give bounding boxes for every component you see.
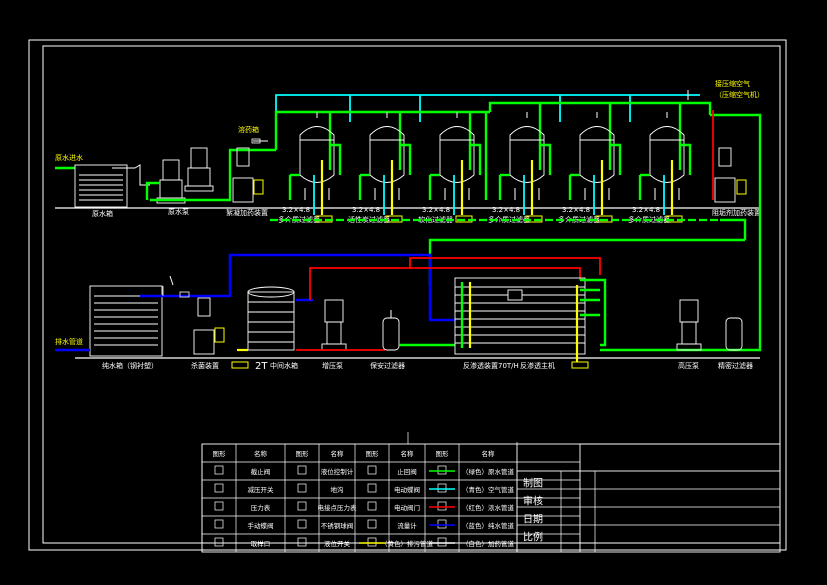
legend-symbol-1-6 (437, 483, 447, 493)
legend-cell-2-7: （红色）浓水管道 (462, 503, 515, 512)
filter-spec-6: 3.2×4.8 (632, 206, 660, 214)
hp-pump-label: 高压泵 (678, 361, 699, 370)
legend-cell-4-3: 液位开关 (324, 539, 351, 548)
inner-border (42, 45, 781, 544)
legend-symbol-3-4 (367, 519, 377, 529)
middle-tank (247, 286, 295, 351)
legend-cell-2-3: 电接点压力表 (318, 503, 358, 512)
raw-pump-label: 原水泵 (168, 207, 189, 216)
dosing3-label: 杀菌装置 (191, 361, 219, 370)
legend-symbol-2-6 (437, 501, 447, 511)
dosing-unit-3 (193, 297, 225, 355)
booster-pump-label: 增压泵 (322, 361, 343, 370)
ro-unit (454, 277, 586, 355)
legend-cell-3-1: 手动蝶阀 (248, 521, 274, 530)
legend-cell-0-1: 截止阀 (251, 467, 271, 476)
legend-cell-2-1: 压力表 (251, 503, 271, 512)
dosing1-label: 絮凝加药装置 (226, 208, 268, 217)
legend-symbol-1-2 (297, 483, 307, 493)
legend-header-2: 图形 (296, 450, 310, 458)
outer-border (28, 39, 787, 551)
legend-symbol-4-6 (437, 537, 447, 547)
air-note-2: （压缩空气机） (715, 90, 764, 99)
raw-water-pump-2 (184, 147, 214, 192)
legend-cell-1-7: （青色）空气管道 (462, 485, 515, 494)
filter-group: 3.2×4.8多介质过滤器3.2×4.8活性炭过滤器3.2×4.8软化过滤器3.… (278, 112, 692, 224)
legend-cell-4-1: 取样口 (251, 539, 271, 548)
filter-spec-4: 3.2×4.8 (492, 206, 520, 214)
title-block-3: 比例 (523, 531, 543, 544)
precision-filter (725, 317, 743, 351)
legend-symbol-2-2 (297, 501, 307, 511)
legend-cell-3-3: 不锈钢球阀 (321, 521, 354, 530)
dosing2-label: 阻垢剂加药装置 (712, 208, 761, 217)
legend-symbol-4-4 (367, 537, 377, 547)
legend-symbol-0-4 (367, 465, 377, 475)
legend-header-1: 名称 (254, 449, 268, 458)
dosing-unit-1 (232, 147, 264, 203)
legend-cell-0-7: （绿色）原水管道 (462, 467, 515, 476)
tank-2t-label: 2T (255, 361, 268, 372)
dosing-tag-1: 溶药箱 (238, 125, 259, 134)
legend-header-0: 图形 (213, 450, 227, 458)
filter-spec-1: 3.2×4.8 (282, 206, 310, 214)
legend-cell-0-5: 止回阀 (397, 467, 417, 476)
legend-cell-1-3: 地沟 (331, 485, 344, 494)
ro-unit-label: 反渗透装置70T/H (463, 361, 519, 370)
legend-symbol-3-0 (214, 519, 224, 529)
legend-header-7: 名称 (482, 449, 496, 458)
legend-symbol-4-0 (214, 537, 224, 547)
legend-cell-3-5: 流量计 (397, 521, 417, 530)
legend-cell-4-5: （黄色）排污管道 (381, 539, 434, 548)
legend-symbol-2-0 (214, 501, 224, 511)
middle-tank-label: 中间水箱 (270, 361, 298, 370)
filter-spec-3: 3.2×4.8 (422, 206, 450, 214)
legend-cell-3-7: （蓝色）纯水管道 (462, 521, 515, 530)
legend-symbol-4-2 (297, 537, 307, 547)
pure-water-pipe (140, 253, 455, 322)
high-pressure-pump (676, 299, 702, 351)
legend-symbol-0-6 (437, 465, 447, 475)
legend-cell-2-5: 电动阀门 (394, 503, 420, 512)
raw-water-pump-1 (156, 159, 186, 204)
filter-spec-5: 3.2×4.8 (562, 206, 590, 214)
legend-header-4: 图形 (366, 450, 380, 458)
legend-cell-0-3: 液位控制计 (321, 467, 354, 476)
raw-water-tank (74, 164, 128, 208)
raw-tank-label: 原水箱 (92, 209, 113, 218)
legend-symbol-1-4 (367, 483, 377, 493)
legend-cell-1-5: 电动蝶阀 (394, 485, 420, 494)
legend-symbol-1-0 (214, 483, 224, 493)
security-filter (382, 310, 400, 351)
pure-water-tank (89, 285, 163, 357)
title-block-0: 制图 (523, 477, 543, 490)
air-note-1: 接压缩空气 (715, 79, 750, 88)
legend-symbol-0-2 (297, 465, 307, 475)
ro-desc-label: 反渗透主机 (520, 361, 555, 370)
legend-symbol-2-4 (367, 501, 377, 511)
concentrate-pipe (309, 267, 581, 300)
dosing-unit-2 (714, 147, 747, 203)
title-block-1: 审核 (523, 495, 543, 508)
legend-symbol-0-0 (214, 465, 224, 475)
legend-cell-1-1: 减压开关 (248, 485, 275, 494)
security-filter-label: 保安过滤器 (370, 361, 405, 370)
legend-header-6: 图形 (436, 450, 450, 458)
legend-header-5: 名称 (401, 449, 415, 458)
precision-filter-label: 精密过滤器 (718, 361, 753, 370)
legend-cell-4-7: （白色）加药管道 (462, 539, 515, 548)
drain-label: 排水管道 (55, 337, 83, 346)
title-block-2: 日期 (523, 514, 543, 526)
filter-spec-2: 3.2×4.8 (352, 206, 380, 214)
legend-symbol-3-6 (437, 519, 447, 529)
raw-water-label: 原水进水 (55, 153, 83, 162)
legend-symbol-3-2 (297, 519, 307, 529)
legend-header-3: 名称 (331, 449, 345, 458)
booster-pump (321, 299, 347, 351)
pure-tank-label: 纯水箱（钢衬塑） (102, 361, 158, 370)
